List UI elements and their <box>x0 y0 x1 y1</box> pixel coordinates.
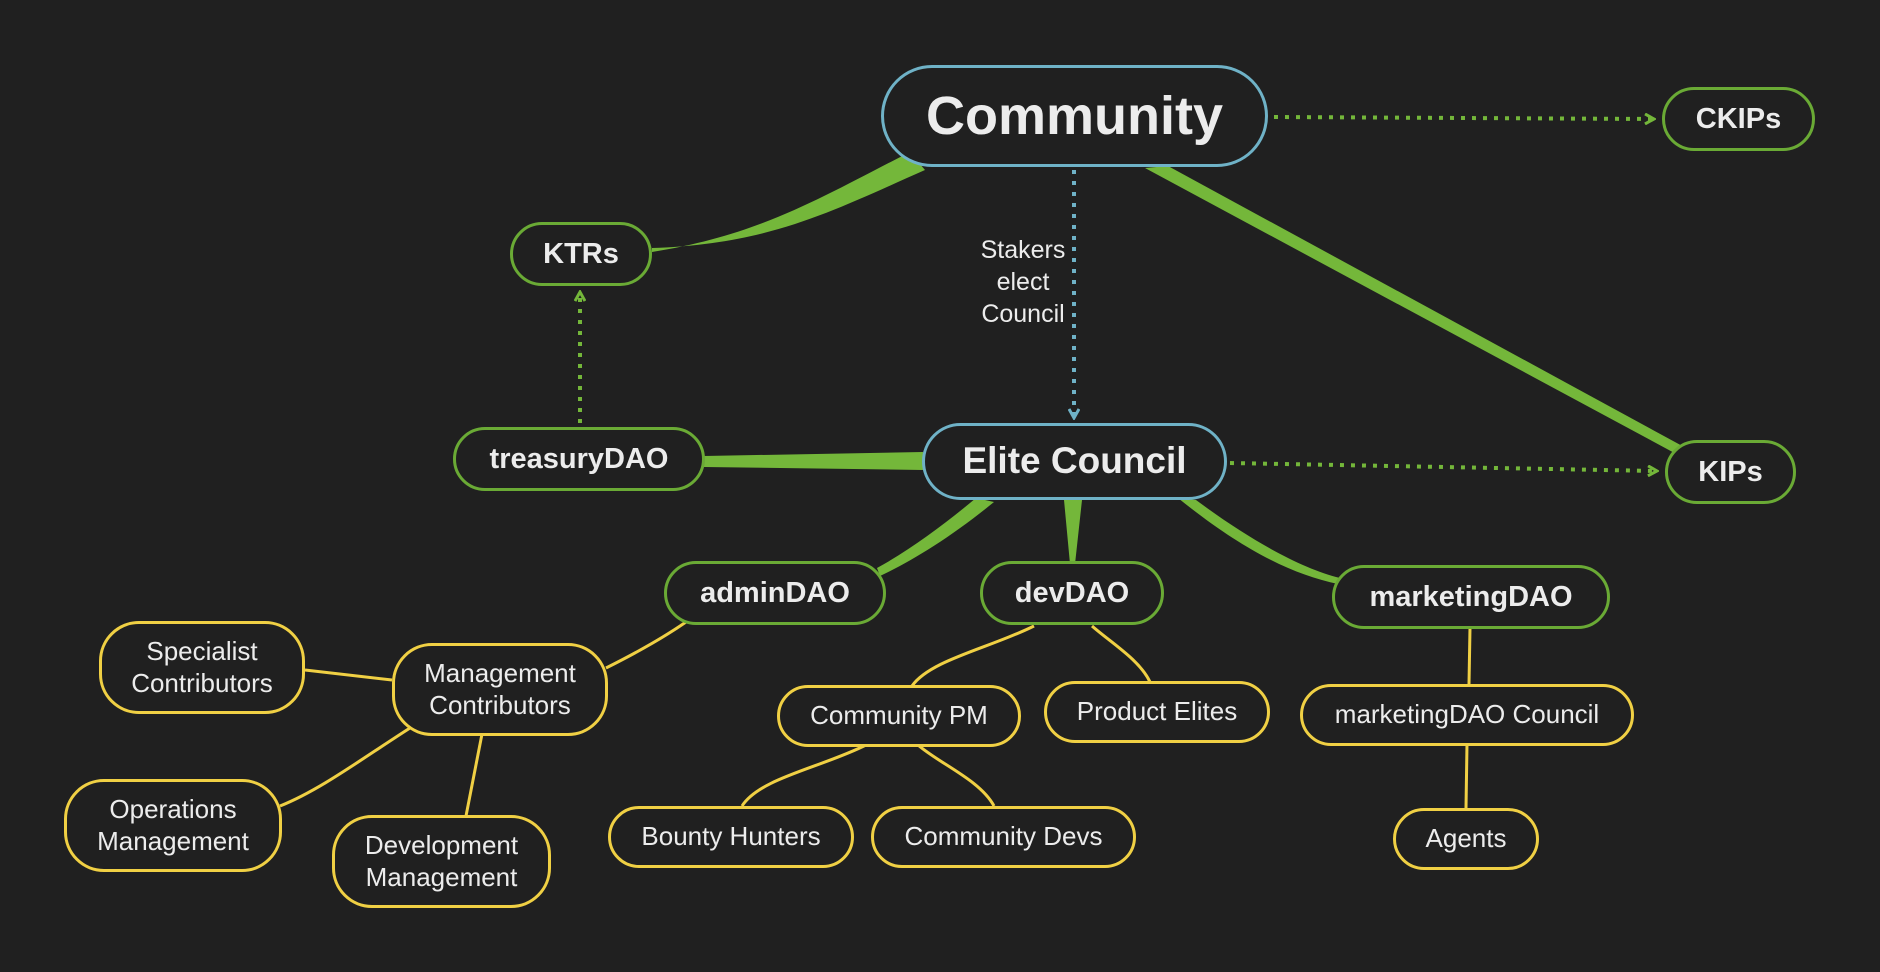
node-treasury-dao[interactable]: treasuryDAO <box>453 427 705 491</box>
node-admin-dao-label: adminDAO <box>700 576 850 609</box>
node-community-pm-label: Community PM <box>810 700 988 731</box>
node-specialist-contributors-label: Specialist Contributors <box>131 636 273 698</box>
edge-treasury-elite <box>704 452 923 470</box>
node-ckips[interactable]: CKIPs <box>1662 87 1815 151</box>
node-community-devs-label: Community Devs <box>904 821 1103 852</box>
node-product-elites[interactable]: Product Elites <box>1044 681 1270 743</box>
edge-management-operations <box>279 726 411 808</box>
stakers-elect-council-label: Stakers elect Council <box>980 236 1066 328</box>
node-ktrs-label: KTRs <box>543 237 619 270</box>
edge-community-kips <box>1145 166 1686 456</box>
node-community[interactable]: Community <box>881 65 1268 167</box>
edge-management-development <box>464 733 484 817</box>
node-kips[interactable]: KIPs <box>1665 440 1796 504</box>
node-community-pm[interactable]: Community PM <box>777 685 1021 747</box>
edge-admin-management <box>605 620 687 670</box>
node-marketing-dao-council[interactable]: marketingDAO Council <box>1300 684 1634 746</box>
node-elite-council-label: Elite Council <box>962 440 1187 482</box>
node-admin-dao[interactable]: adminDAO <box>664 561 886 625</box>
edge-dev-communitypm <box>910 624 1035 687</box>
node-specialist-contributors[interactable]: Specialist Contributors <box>99 621 305 714</box>
edge-council-agents <box>1464 743 1469 809</box>
node-operations-management[interactable]: Operations Management <box>64 779 282 872</box>
node-elite-council[interactable]: Elite Council <box>922 423 1227 500</box>
node-agents[interactable]: Agents <box>1393 808 1539 870</box>
node-treasury-dao-label: treasuryDAO <box>489 442 669 475</box>
node-bounty-hunters-label: Bounty Hunters <box>641 821 821 852</box>
node-management-contributors[interactable]: Management Contributors <box>392 643 608 736</box>
edge-elite-admin <box>877 498 994 576</box>
node-agents-label: Agents <box>1425 823 1507 854</box>
edge-marketing-council <box>1467 627 1472 685</box>
node-development-management[interactable]: Development Management <box>332 815 551 908</box>
edge-elite-kips <box>1229 461 1657 471</box>
node-kips-label: KIPs <box>1698 455 1763 488</box>
node-development-management-label: Development Management <box>364 830 519 892</box>
edge-community-ckips <box>1273 117 1654 119</box>
node-community-label: Community <box>926 85 1223 146</box>
node-dev-dao[interactable]: devDAO <box>980 561 1164 625</box>
node-dev-dao-label: devDAO <box>1014 576 1130 609</box>
node-bounty-hunters[interactable]: Bounty Hunters <box>608 806 854 868</box>
node-management-contributors-label: Management Contributors <box>424 658 576 720</box>
node-marketing-dao[interactable]: marketingDAO <box>1332 565 1610 629</box>
edge-dev-productelites <box>1091 624 1152 683</box>
edge-elite-dev <box>1064 500 1082 564</box>
node-community-devs[interactable]: Community Devs <box>871 806 1136 868</box>
edge-community-ktrs <box>652 152 925 252</box>
node-product-elites-label: Product Elites <box>1076 696 1238 727</box>
node-marketing-dao-label: marketingDAO <box>1369 580 1573 613</box>
node-marketing-dao-council-label: marketingDAO Council <box>1334 699 1600 730</box>
edge-communitypm-devs <box>917 743 996 807</box>
edge-elite-marketing <box>1178 498 1340 584</box>
edge-management-specialist <box>304 668 393 682</box>
node-ckips-label: CKIPs <box>1695 102 1782 135</box>
node-ktrs[interactable]: KTRs <box>510 222 652 286</box>
edge-communitypm-bounty <box>740 743 867 807</box>
node-operations-management-label: Operations Management <box>97 794 249 856</box>
